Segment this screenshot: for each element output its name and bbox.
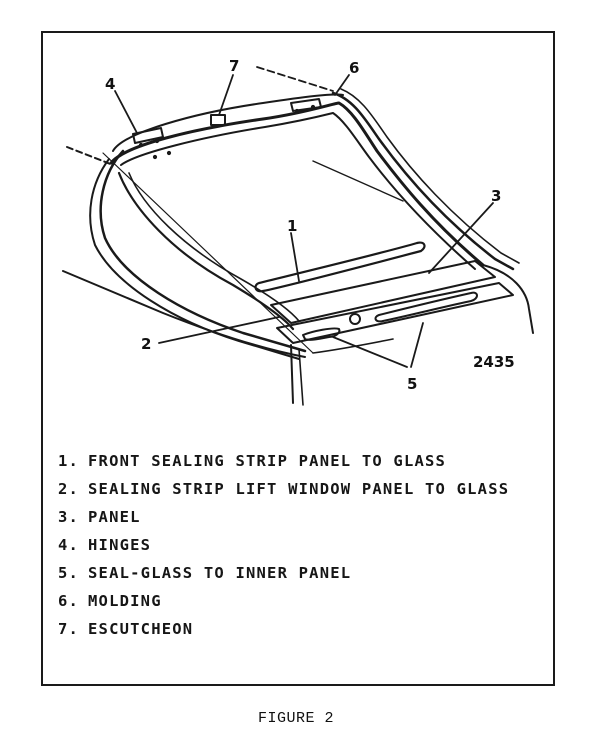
legend-number: 3. bbox=[58, 508, 80, 526]
seal-glass-strip bbox=[374, 291, 478, 323]
rivet bbox=[294, 108, 300, 114]
leader-3 bbox=[428, 202, 494, 274]
legend-number: 2. bbox=[58, 480, 80, 498]
legend-text: PANEL bbox=[88, 508, 141, 526]
legend-number: 1. bbox=[58, 452, 80, 470]
legend-item: 6. MOLDING bbox=[58, 587, 548, 615]
fastener bbox=[349, 313, 361, 325]
callout-6: 6 bbox=[349, 59, 359, 77]
frame-outer-line bbox=[99, 149, 307, 353]
roof-rail-line bbox=[62, 270, 306, 358]
roof-rail-dashed bbox=[66, 146, 114, 166]
figure-caption: FIGURE 2 bbox=[257, 710, 334, 727]
hinge-left bbox=[132, 127, 164, 144]
leader-5a bbox=[332, 336, 408, 368]
rivet bbox=[166, 150, 172, 156]
legend-item: 1. FRONT SEALING STRIP PANEL TO GLASS bbox=[58, 447, 548, 475]
inner-panel bbox=[276, 282, 514, 344]
molding-line bbox=[331, 91, 515, 271]
lower-panel bbox=[270, 260, 496, 324]
legend-number: 7. bbox=[58, 620, 80, 638]
leader-7 bbox=[218, 74, 234, 116]
legend-item: 2. SEALING STRIP LIFT WINDOW PANEL TO GL… bbox=[58, 475, 548, 503]
legend-text: ESCUTCHEON bbox=[88, 620, 194, 638]
rivet bbox=[138, 142, 144, 148]
rivet bbox=[152, 154, 158, 160]
hinge-right bbox=[290, 98, 322, 112]
leader-6 bbox=[334, 74, 350, 96]
callout-3: 3 bbox=[491, 187, 501, 205]
legend-text: SEAL-GLASS TO INNER PANEL bbox=[88, 564, 352, 582]
glass-reflection bbox=[312, 160, 404, 202]
escutcheon bbox=[210, 114, 226, 126]
legend-item: 7. ESCUTCHEON bbox=[58, 615, 548, 643]
glass-left-edge bbox=[117, 171, 295, 331]
callout-7: 7 bbox=[229, 57, 239, 75]
frame-outer-line-2 bbox=[89, 158, 300, 360]
drawing-number: 2435 bbox=[473, 353, 515, 371]
legend-number: 5. bbox=[58, 564, 80, 582]
figure-frame: 4 7 6 3 1 2 5 2435 1. FRONT SEALING STRI… bbox=[41, 31, 555, 686]
legend-item: 4. HINGES bbox=[58, 531, 548, 559]
body-side-left-2 bbox=[298, 348, 304, 406]
legend-number: 6. bbox=[58, 592, 80, 610]
glass-reflection-2 bbox=[102, 152, 314, 354]
leader-1 bbox=[290, 232, 300, 282]
roof-edge bbox=[112, 93, 344, 152]
callout-5: 5 bbox=[407, 375, 417, 393]
leader-4 bbox=[114, 90, 138, 134]
glass-opening-frame bbox=[109, 101, 485, 267]
legend-text: FRONT SEALING STRIP PANEL TO GLASS bbox=[88, 452, 447, 470]
legend-item: 5. SEAL-GLASS TO INNER PANEL bbox=[58, 559, 548, 587]
leader-5b bbox=[410, 322, 424, 368]
body-side-right bbox=[482, 264, 534, 334]
glass-opening-inner bbox=[120, 112, 476, 270]
callout-4: 4 bbox=[105, 75, 115, 93]
legend-text: SEALING STRIP LIFT WINDOW PANEL TO GLASS bbox=[88, 480, 510, 498]
legend-item: 3. PANEL bbox=[58, 503, 548, 531]
molding-line-2 bbox=[340, 88, 520, 264]
roof-top-dashed bbox=[256, 66, 334, 92]
legend-number: 4. bbox=[58, 536, 80, 554]
lift-window-drawing: 4 7 6 3 1 2 5 2435 bbox=[62, 57, 534, 406]
seal-glass-pad bbox=[302, 327, 341, 341]
rivet bbox=[310, 104, 316, 110]
callout-1: 1 bbox=[287, 217, 297, 235]
leader-2 bbox=[158, 316, 280, 344]
glass-left-edge-inner bbox=[128, 172, 300, 322]
callout-2: 2 bbox=[141, 335, 151, 353]
front-sealing-strip bbox=[254, 241, 426, 293]
parts-legend: 1. FRONT SEALING STRIP PANEL TO GLASS 2.… bbox=[58, 447, 548, 643]
legend-text: HINGES bbox=[88, 536, 152, 554]
rivet bbox=[154, 138, 160, 144]
legend-text: MOLDING bbox=[88, 592, 162, 610]
